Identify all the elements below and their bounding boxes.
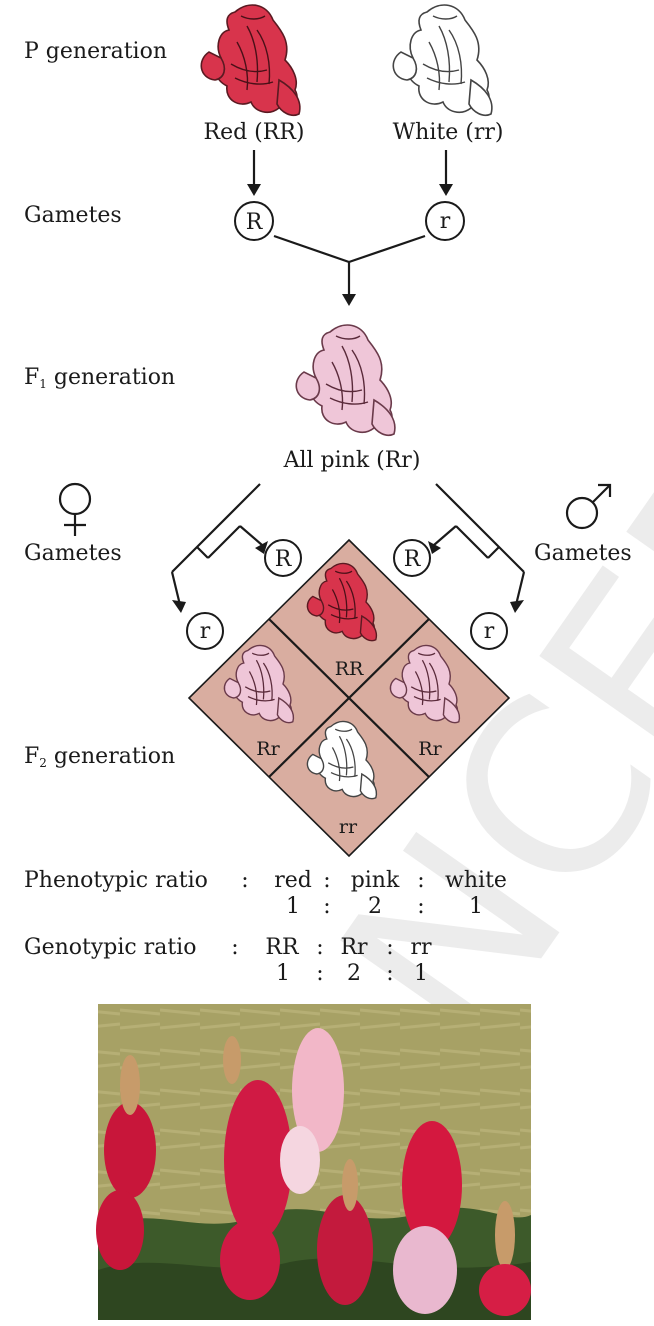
svg-text:2: 2 xyxy=(368,894,382,919)
svg-text:1: 1 xyxy=(286,894,300,919)
male-gamete-r: r xyxy=(470,612,508,650)
svg-text:R: R xyxy=(275,547,293,572)
male-gamete-arrows xyxy=(428,483,526,613)
svg-text:r: r xyxy=(484,619,495,644)
f1-generation-label: F1 generation xyxy=(24,365,175,391)
genotypic-ratio: Genotypic ratio : RR : Rr : rr 1 : 2 : 1 xyxy=(24,935,432,986)
svg-text:1: 1 xyxy=(469,894,483,919)
svg-text:1: 1 xyxy=(414,961,428,986)
punnett-square xyxy=(187,538,511,858)
red-flower-icon xyxy=(200,4,301,117)
female-symbol-icon xyxy=(58,482,92,536)
svg-text:white: white xyxy=(445,868,507,893)
svg-text:R: R xyxy=(246,210,264,235)
female-gametes-label: Gametes xyxy=(24,541,122,566)
svg-text::: : xyxy=(417,868,424,893)
female-gamete-R: R xyxy=(264,539,302,577)
flower-spike-buds xyxy=(120,1036,515,1269)
svg-text:Rr: Rr xyxy=(340,935,368,960)
svg-text:rr: rr xyxy=(410,935,432,960)
svg-text:pink: pink xyxy=(351,868,400,893)
phenotypic-ratio: Phenotypic ratio : red : pink : white 1 … xyxy=(24,868,507,919)
p-generation-label: P generation xyxy=(24,39,167,64)
flower-spike-pink xyxy=(280,1028,344,1194)
svg-text:red: red xyxy=(274,868,312,893)
fertilization-lines xyxy=(273,234,426,306)
svg-text:r: r xyxy=(440,209,451,234)
svg-text::: : xyxy=(316,961,323,986)
female-gamete-arrows xyxy=(170,483,268,613)
genotypic-ratio-label: Genotypic ratio xyxy=(24,935,196,960)
flower-spike-pale-right xyxy=(393,1226,457,1314)
svg-text:1: 1 xyxy=(276,961,290,986)
gamete-r-p: r xyxy=(425,201,465,241)
punnett-cell-Rr-right: Rr xyxy=(418,738,442,760)
snapdragon-photo xyxy=(96,1004,531,1320)
red-parent-label: Red (RR) xyxy=(204,120,305,145)
f1-label: All pink (Rr) xyxy=(283,448,421,473)
gamete-R-p: R xyxy=(234,201,274,241)
svg-text:2: 2 xyxy=(347,961,361,986)
female-gamete-r: r xyxy=(186,612,224,650)
white-flower-icon xyxy=(392,4,493,117)
male-gamete-R: R xyxy=(393,539,431,577)
flower-spike-red-right xyxy=(402,1121,462,1249)
flower-spike-red-left xyxy=(96,1102,156,1270)
punnett-cell-rr: rr xyxy=(339,816,358,838)
svg-text:r: r xyxy=(200,619,211,644)
svg-text::: : xyxy=(316,935,323,960)
male-gametes-label: Gametes xyxy=(534,541,632,566)
male-symbol-icon xyxy=(565,483,612,530)
punnett-cell-Rr-left: Rr xyxy=(256,738,280,760)
svg-text:RR: RR xyxy=(265,935,300,960)
flower-spike-red-center xyxy=(220,1080,292,1300)
gametes-label: Gametes xyxy=(24,203,122,228)
pink-flower-icon xyxy=(295,324,396,437)
svg-text::: : xyxy=(323,868,330,893)
svg-text::: : xyxy=(386,961,393,986)
svg-text::: : xyxy=(323,894,330,919)
phenotypic-ratio-label: Phenotypic ratio xyxy=(24,868,208,893)
svg-text::: : xyxy=(417,894,424,919)
p-arrows xyxy=(247,150,453,196)
punnett-cell-RR: RR xyxy=(335,658,364,680)
f2-generation-label: F2 generation xyxy=(24,744,175,770)
svg-text::: : xyxy=(241,868,248,893)
svg-text:R: R xyxy=(404,547,422,572)
white-parent-label: White (rr) xyxy=(393,120,504,145)
svg-text::: : xyxy=(386,935,393,960)
svg-text::: : xyxy=(231,935,238,960)
flower-spike-red-mid xyxy=(317,1195,373,1305)
